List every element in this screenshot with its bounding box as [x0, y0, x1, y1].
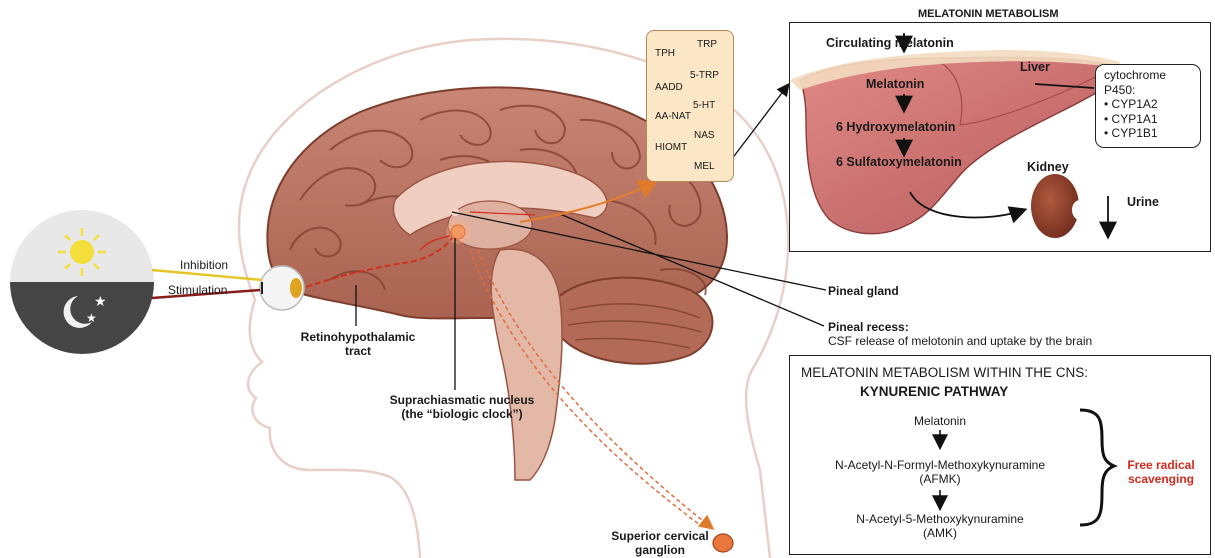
cns-amk: N-Acetyl-5-Methoxykynuramine (AMK) — [795, 512, 1085, 540]
step-melatonin: Melatonin — [866, 77, 924, 91]
metabolite-trp: TRP — [697, 39, 717, 50]
svg-text:★: ★ — [94, 294, 107, 310]
inhibition-label: Inhibition — [180, 258, 228, 272]
day-night-disc: ★ ★ — [10, 210, 154, 354]
scn-label: Suprachiasmatic nucleus (the “biologic c… — [382, 393, 542, 421]
pineal-recess-label: Pineal recess: CSF release of melotonin … — [828, 320, 1092, 348]
stimulation-label: Stimulation — [168, 283, 227, 297]
metabolite-nas: NAS — [694, 130, 715, 141]
metabolite-mel: MEL — [694, 161, 715, 172]
enzyme-hiomt: HIOMT — [655, 142, 687, 153]
step-6-sulfatoxymelatonin: 6 Sulfatoxymelatonin — [836, 155, 962, 169]
enzyme-aadd: AADD — [655, 82, 683, 93]
urine-label: Urine — [1127, 195, 1159, 209]
kidney-label: Kidney — [1027, 160, 1069, 174]
cytochrome-list: cytochrome P450: • CYP1A2 • CYP1A1 • CYP… — [1104, 68, 1166, 141]
metabolite-5-trp: 5-TRP — [690, 70, 719, 81]
sun-icon — [70, 240, 94, 264]
cns-subtitle: KYNURENIC PATHWAY — [860, 384, 1008, 399]
step-6-hydroxymelatonin: 6 Hydroxymelatonin — [836, 120, 955, 134]
cns-title: MELATONIN METABOLISM WITHIN THE CNS: — [801, 365, 1088, 380]
enzyme-tph: TPH — [655, 48, 675, 59]
cns-melatonin: Melatonin — [890, 414, 990, 428]
cns-afmk: N-Acetyl-N-Formyl-Methoxykynuramine (AFM… — [795, 458, 1085, 486]
metabolism-title: MELATONIN METABOLISM — [918, 8, 1059, 20]
retinohypothalamic-label: Retinohypothalamic tract — [288, 330, 428, 358]
brainstem — [491, 249, 562, 480]
enzyme-aa-nat: AA-NAT — [655, 111, 691, 122]
free-radical-label: Free radical scavenging — [1116, 458, 1206, 486]
svg-text:★: ★ — [86, 311, 97, 325]
superior-cervical-label: Superior cervical ganglion — [600, 529, 720, 557]
metabolite-5-ht: 5-HT — [693, 100, 715, 111]
pineal-gland-label: Pineal gland — [828, 284, 899, 298]
circulating-melatonin: Circulating melatonin — [826, 36, 954, 50]
liver-label: Liver — [1020, 60, 1050, 74]
